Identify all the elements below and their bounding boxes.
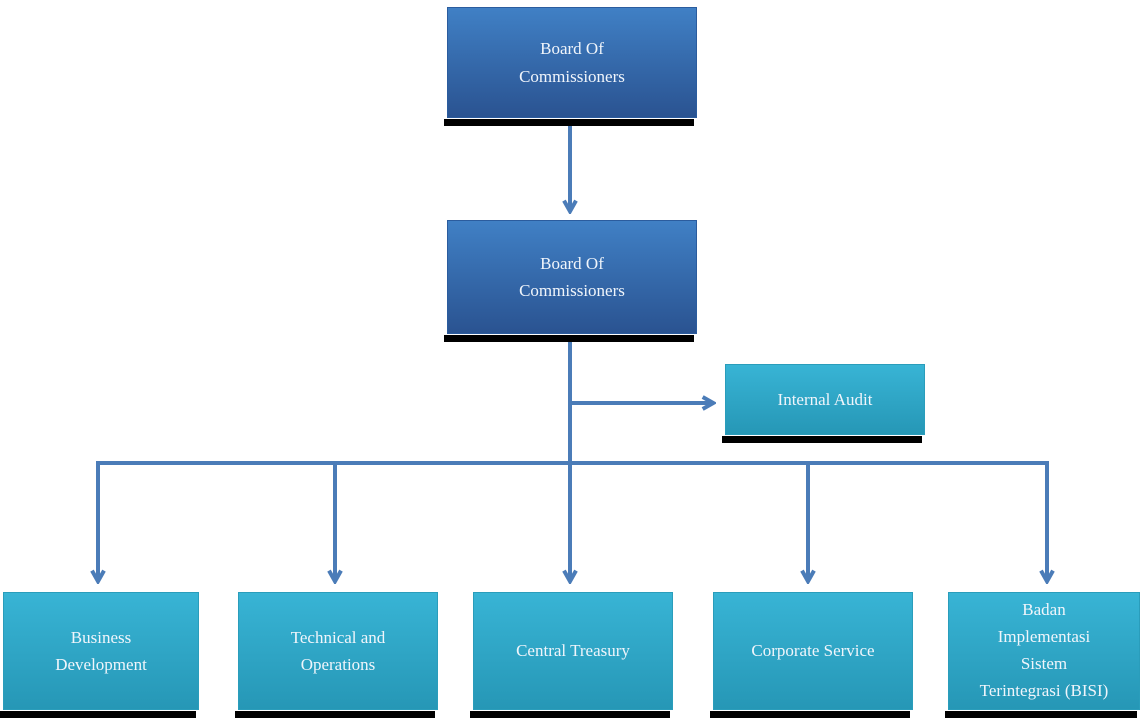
node-label: Internal Audit (777, 389, 873, 409)
node-label: Corporate Service (751, 641, 875, 661)
node-central-treasury: Central Treasury (470, 592, 673, 718)
node-label: Central Treasury (516, 641, 630, 661)
node-internal-audit: Internal Audit (722, 364, 925, 443)
node-corporate-service: Corporate Service (710, 592, 913, 718)
